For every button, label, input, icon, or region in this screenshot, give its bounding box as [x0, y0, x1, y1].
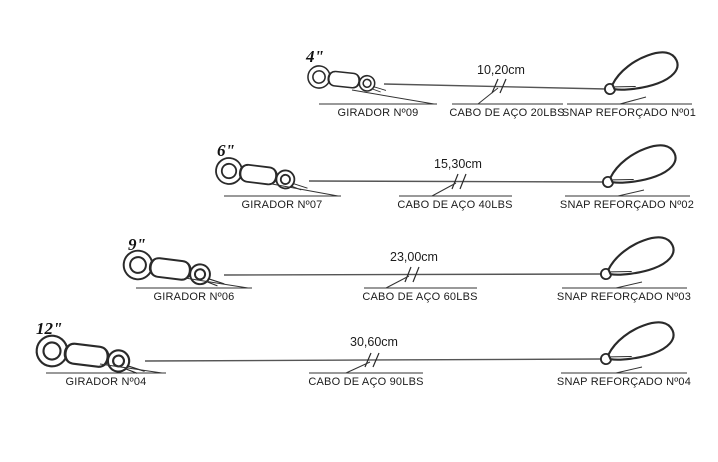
snap-callout-label: SNAP REFORÇADO Nº03: [557, 291, 691, 303]
wire-callout: CABO DE AÇO 90LBS: [308, 361, 423, 388]
swivel-callout: GIRADOR Nº04: [46, 363, 166, 388]
swivel-illustration: [306, 64, 389, 96]
wire-break-mark: [404, 266, 420, 283]
swivel-callout-label: GIRADOR Nº09: [338, 107, 419, 119]
swivel-callout-label: GIRADOR Nº04: [66, 376, 147, 388]
snap-callout-label: SNAP REFORÇADO Nº01: [562, 107, 696, 119]
snap-illustration: [593, 314, 680, 376]
wire: [144, 358, 603, 362]
leader-row-6in: 6" 15,30cm GIRADOR Nº07 CABO DE AÇO 40LB…: [213, 137, 694, 211]
size-label: 12": [36, 319, 62, 338]
leader-row-9in: 9" 23,00cm GIRADOR Nº06 CABO DE AÇO 60LB…: [121, 229, 691, 303]
snap-illustration: [593, 229, 680, 291]
leader-row-4in: 4" 10,20cm GIRADOR Nº09 CABO DE AÇO 20LB…: [305, 44, 696, 119]
snap-callout: SNAP REFORÇADO Nº03: [557, 281, 691, 303]
length-value: 30,60cm: [350, 335, 398, 349]
snap-callout: SNAP REFORÇADO Nº01: [562, 96, 696, 119]
snap-callout: SNAP REFORÇADO Nº04: [557, 366, 691, 388]
wire-break-mark: [451, 173, 467, 190]
size-label: 4": [305, 47, 324, 66]
snap-callout: SNAP REFORÇADO Nº02: [560, 189, 694, 211]
snap-callout-label: SNAP REFORÇADO Nº02: [560, 199, 694, 211]
leader-row-12in: 12" 30,60cm GIRADOR Nº04 CABO DE AÇO 90L…: [33, 314, 691, 388]
snap-illustration: [597, 44, 684, 106]
snap-callout-label: SNAP REFORÇADO Nº04: [557, 376, 691, 388]
size-label: 6": [217, 141, 235, 160]
swivel-illustration: [121, 248, 229, 291]
wire: [308, 180, 605, 183]
wire-callout-label: CABO DE AÇO 60LBS: [362, 291, 477, 303]
snap-illustration: [595, 137, 682, 199]
wire-callout: CABO DE AÇO 20LBS: [449, 87, 564, 119]
length-value: 23,00cm: [390, 250, 438, 264]
swivel-callout-label: GIRADOR Nº06: [154, 291, 235, 303]
wire-callout-label: CABO DE AÇO 20LBS: [449, 107, 564, 119]
swivel-illustration: [33, 332, 149, 379]
wire-callout: CABO DE AÇO 60LBS: [362, 275, 477, 303]
length-value: 15,30cm: [434, 157, 482, 171]
wire-break-mark: [364, 352, 380, 368]
wire-callout-label: CABO DE AÇO 90LBS: [308, 376, 423, 388]
size-label: 9": [128, 235, 146, 254]
wire: [223, 273, 603, 276]
wire-callout-label: CABO DE AÇO 40LBS: [397, 199, 512, 211]
swivel-callout: GIRADOR Nº07: [224, 183, 341, 211]
length-value: 10,20cm: [477, 63, 525, 77]
swivel-callout: GIRADOR Nº06: [136, 277, 252, 303]
swivel-callout: GIRADOR Nº09: [319, 89, 437, 119]
swivel-callout-label: GIRADOR Nº07: [242, 199, 323, 211]
wire-callout: CABO DE AÇO 40LBS: [397, 182, 512, 211]
wire-break-mark: [491, 78, 507, 94]
